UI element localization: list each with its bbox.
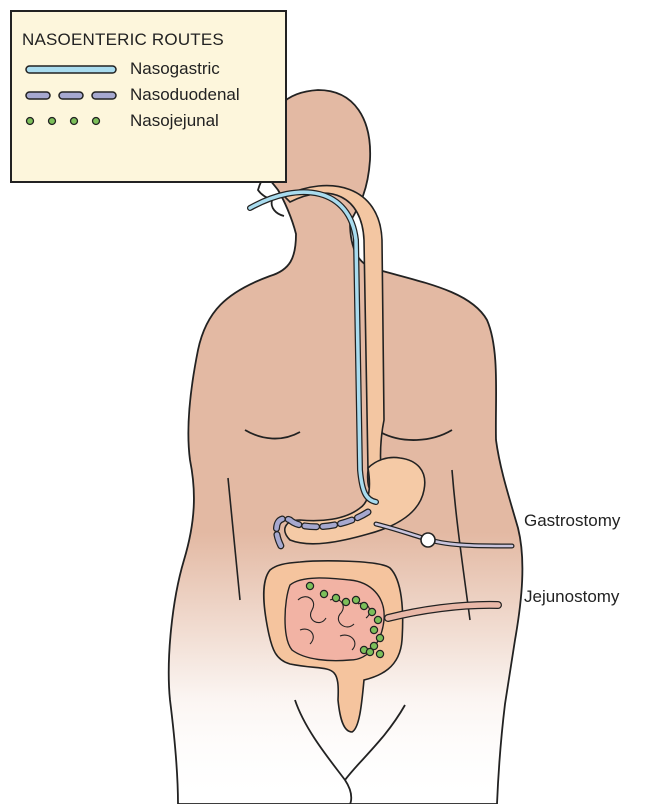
nasojejunal-dot	[370, 626, 377, 633]
gastrostomy-port	[421, 533, 435, 547]
nasojejunal-dot	[376, 650, 383, 657]
legend-item-nasoduodenal: Nasoduodenal	[22, 84, 272, 106]
legend-label: Nasoduodenal	[130, 84, 240, 106]
nasojejunal-dot	[342, 598, 349, 605]
legend-swatch-solid	[22, 62, 122, 76]
jejunostomy-label: Jejunostomy	[524, 587, 619, 607]
nasojejunal-dot	[368, 608, 375, 615]
nasojejunal-dot	[366, 648, 373, 655]
nasojejunal-dot	[352, 596, 359, 603]
nasojejunal-dot	[320, 590, 327, 597]
nasojejunal-dot	[374, 616, 381, 623]
legend-title: NASOENTERIC ROUTES	[22, 30, 224, 50]
legend-swatch-dotted	[22, 114, 122, 128]
nasojejunal-dot	[360, 602, 367, 609]
nasojejunal-dot	[306, 582, 313, 589]
nasojejunal-dot	[332, 594, 339, 601]
gastrostomy-label: Gastrostomy	[524, 511, 620, 531]
legend-label: Nasojejunal	[130, 110, 219, 132]
nasojejunal-dot	[376, 634, 383, 641]
legend-label: Nasogastric	[130, 58, 220, 80]
legend-swatch-dashed	[22, 88, 122, 102]
legend-item-nasogastric: Nasogastric	[22, 58, 272, 80]
legend-item-nasojejunal: Nasojejunal	[22, 110, 272, 132]
